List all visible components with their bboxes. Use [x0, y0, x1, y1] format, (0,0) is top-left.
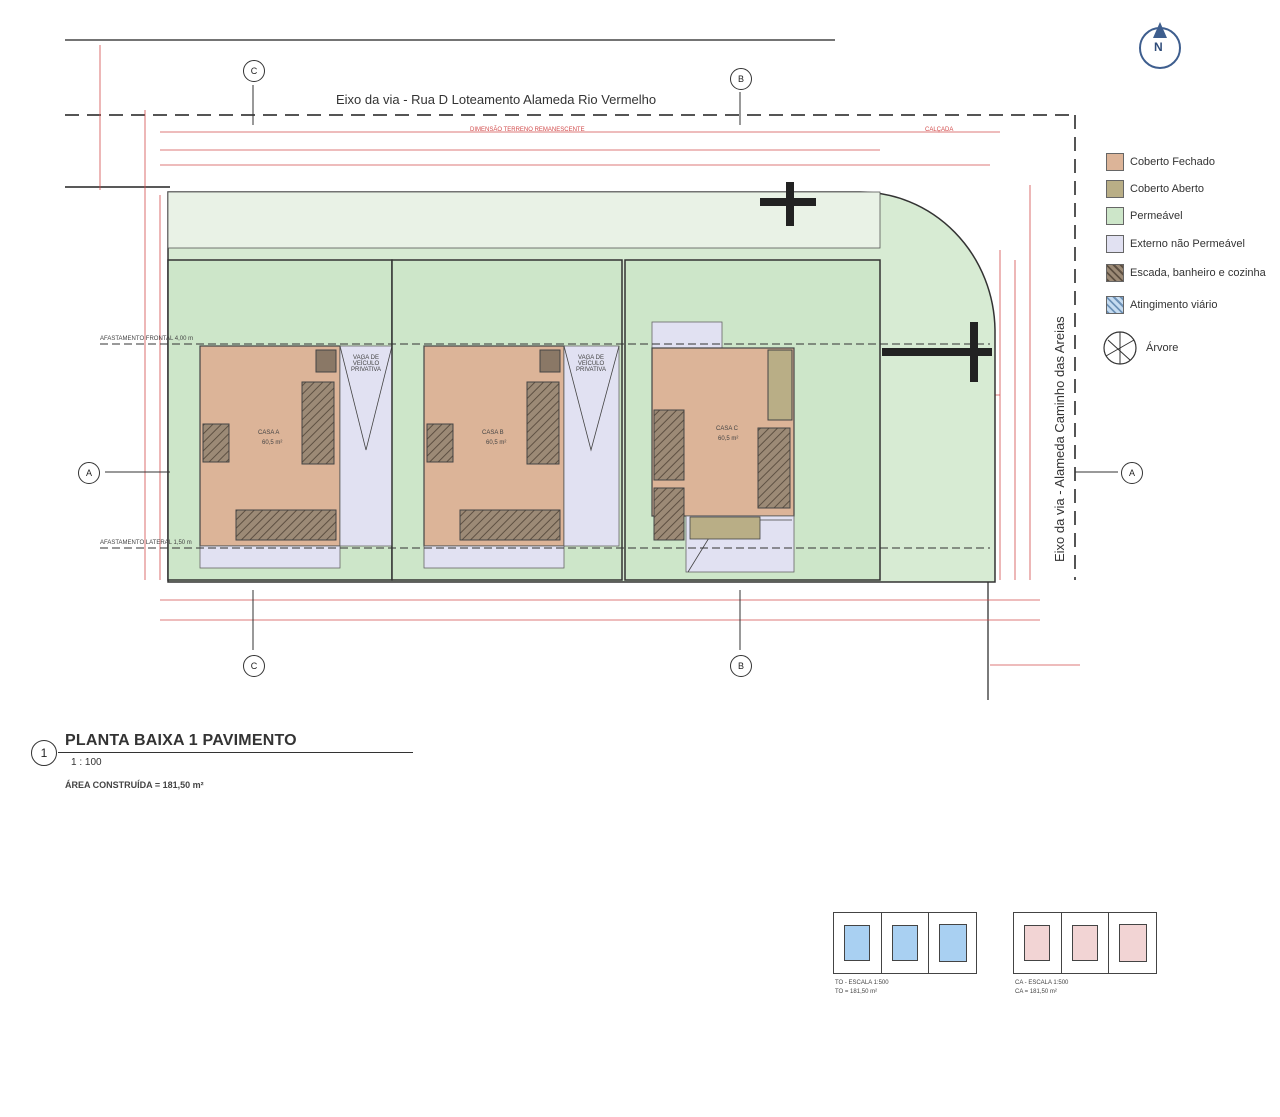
- side-setback-label: AFASTAMENTO LATERAL 1,50 m: [100, 540, 192, 546]
- legend-item-coberto-fechado: Coberto Fechado: [1106, 152, 1215, 172]
- to-sub: TO = 181,50 m²: [835, 989, 878, 995]
- legend-item-externo-nao-permeavel: Externo não Permeável: [1106, 234, 1245, 254]
- section-mark-c-bottom: C: [243, 655, 265, 677]
- ca-lot-2-shape: [1072, 925, 1098, 961]
- page-title: PLANTA BAIXA 1 PAVIMENTO: [65, 732, 297, 749]
- ca-sub: CA = 181,50 m²: [1015, 989, 1057, 995]
- to-caption: TO - ESCALA 1:500: [835, 980, 889, 986]
- to-lot-2-shape: [892, 925, 918, 961]
- street-top-label: Eixo da via - Rua D Loteamento Alameda R…: [336, 92, 657, 107]
- ca-lot-1-shape: [1024, 925, 1051, 961]
- solid-swatch-icon: [1106, 207, 1124, 225]
- title-area: ÁREA CONSTRUÍDA = 181,50 m²: [65, 780, 204, 790]
- title-rule: [58, 752, 413, 753]
- street-lines: [65, 39, 1076, 700]
- section-lines: [105, 85, 1118, 650]
- north-arrow-icon: [1139, 22, 1181, 69]
- legend-item-escada-banheiro-cozinha: Escada, banheiro e cozinha: [1106, 263, 1266, 283]
- house-a-area: 60,5 m²: [262, 440, 283, 446]
- street-right-label: Eixo da via - Alameda Caminho das Areias: [1052, 316, 1067, 562]
- plot-a: [167, 259, 393, 581]
- hatched-blue-swatch-icon: [1106, 296, 1124, 314]
- legend-item-permeavel: Permeável: [1106, 206, 1183, 226]
- plot-b: [391, 259, 623, 581]
- house-c-area: 60,5 m²: [718, 436, 739, 442]
- hatched-swatch-icon: [1106, 264, 1124, 282]
- front-setback-label: AFASTAMENTO FRONTAL 4,00 m: [100, 336, 194, 342]
- legend-item-arvore: Árvore: [1100, 331, 1178, 365]
- ca-caption: CA - ESCALA 1:500: [1015, 980, 1069, 986]
- trees: [760, 182, 992, 382]
- parking-label-b: VAGA DE VEÍCULO PRIVATIVA: [575, 355, 606, 373]
- solid-swatch-icon: [1106, 180, 1124, 198]
- section-mark-b-bottom: B: [730, 655, 752, 677]
- solid-swatch-icon: [1106, 153, 1124, 171]
- legend-item-coberto-aberto: Coberto Aberto: [1106, 179, 1204, 199]
- house-c-name: CASA C: [716, 426, 739, 432]
- section-mark-b-top: B: [730, 68, 752, 90]
- mini-plans-to: [833, 912, 977, 974]
- sidewalk-label: CALÇADA: [925, 127, 954, 133]
- parking-label-a: VAGA DE VEÍCULO PRIVATIVA: [350, 355, 381, 373]
- section-mark-a-left: A: [78, 462, 100, 484]
- section-mark-c-top: C: [243, 60, 265, 82]
- plot-c: [624, 259, 881, 581]
- to-lot-1-shape: [844, 925, 871, 961]
- remaining-lot-label: DIMENSÃO TERRENO REMANESCENTE: [470, 127, 585, 133]
- legend-item-atingimento-viario: Atingimento viário: [1106, 295, 1217, 315]
- house-b-area: 60,5 m²: [486, 440, 507, 446]
- to-lot-3-shape: [938, 924, 967, 962]
- tree-icon: [1103, 331, 1137, 365]
- solid-swatch-icon: [1106, 235, 1124, 253]
- north-label: N: [1154, 40, 1163, 54]
- house-a-name: CASA A: [258, 430, 280, 436]
- title-scale: 1 : 100: [71, 757, 102, 768]
- dimension-lines: [99, 45, 1080, 666]
- title-number: 1: [31, 740, 57, 766]
- mini-plans-ca: [1013, 912, 1157, 974]
- section-mark-a-right: A: [1121, 462, 1143, 484]
- ca-lot-3-shape: [1118, 924, 1147, 962]
- house-b-name: CASA B: [482, 430, 504, 436]
- setback-lines: [100, 343, 990, 549]
